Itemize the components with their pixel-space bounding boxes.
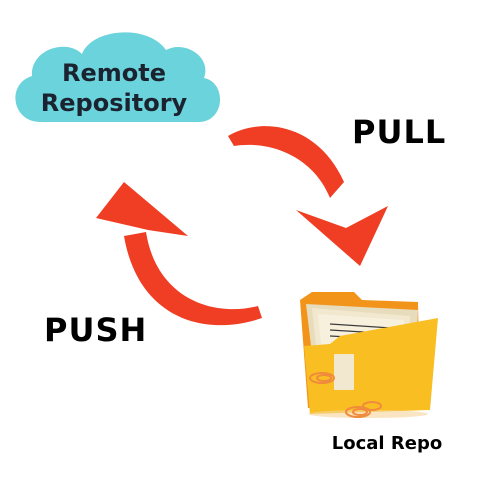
push-arrow xyxy=(96,182,262,326)
remote-repository-cloud xyxy=(15,32,221,122)
pull-label: PULL xyxy=(352,113,447,151)
paper-clips xyxy=(309,372,382,418)
local-repo-label: Local Repo xyxy=(331,433,443,454)
pull-arrow xyxy=(228,126,388,266)
remote-label-line1: Remote xyxy=(61,59,166,87)
remote-repository-label: Remote Repository xyxy=(14,58,214,118)
local-repo-folder-icon xyxy=(300,292,438,418)
push-label: PUSH xyxy=(44,311,148,349)
remote-label-line2: Repository xyxy=(40,89,188,117)
